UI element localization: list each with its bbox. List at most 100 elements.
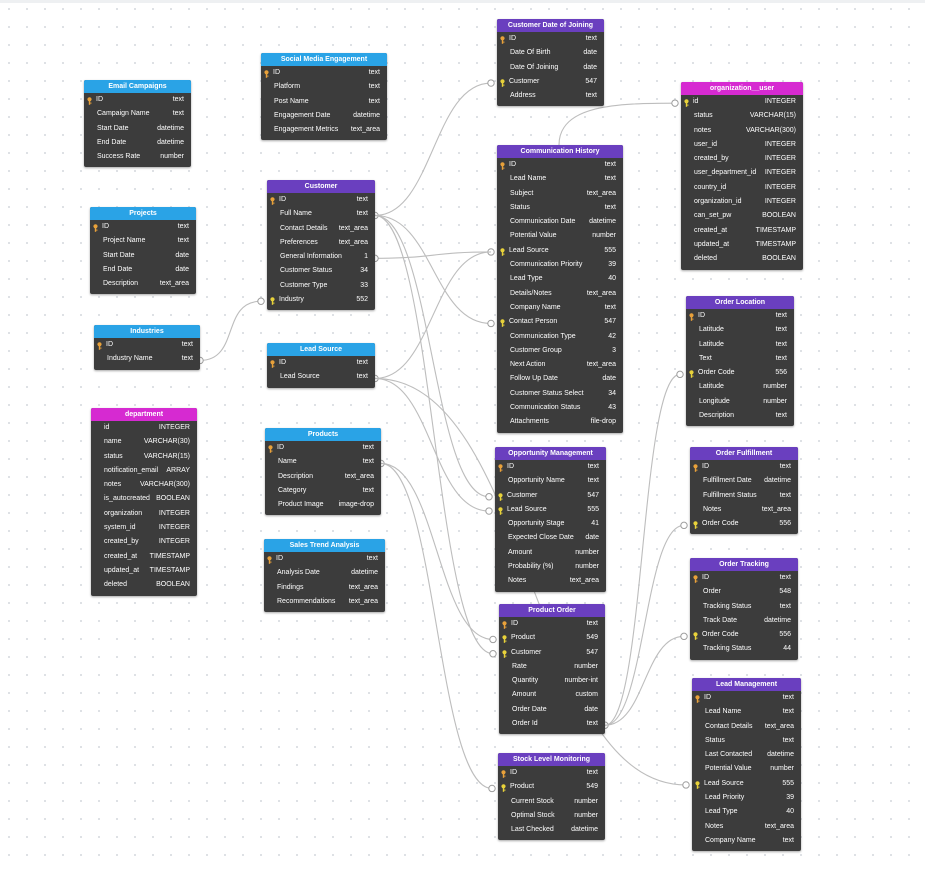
table-title[interactable]: Lead Source: [267, 343, 375, 356]
table-title[interactable]: Projects: [90, 207, 196, 220]
table-title[interactable]: department: [91, 408, 197, 421]
table-row[interactable]: Probability (%)number: [495, 560, 606, 574]
table-title[interactable]: Email Campaigns: [84, 80, 191, 93]
table-title[interactable]: Stock Level Monitoring: [498, 753, 605, 766]
table-title[interactable]: Lead Management: [692, 678, 801, 691]
table-title[interactable]: Products: [265, 428, 381, 441]
table-title[interactable]: Customer Date of Joining: [497, 19, 604, 32]
table-title[interactable]: Industries: [94, 325, 200, 338]
table-title[interactable]: Social Media Engagement: [261, 53, 387, 66]
